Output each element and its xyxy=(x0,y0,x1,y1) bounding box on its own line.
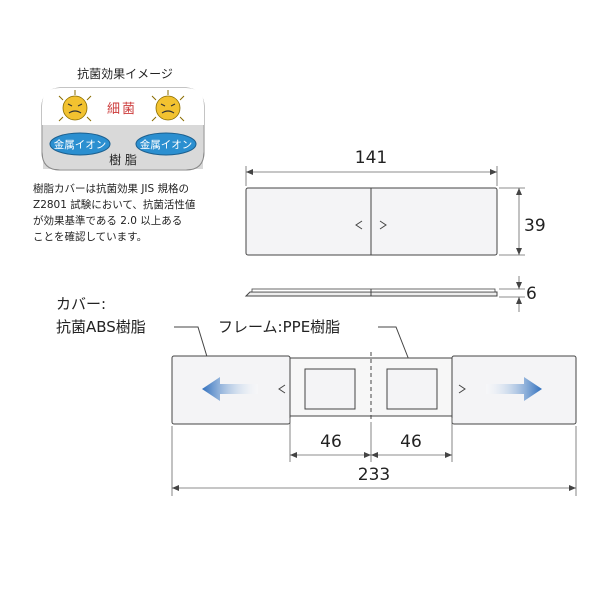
bacteria-label: 細菌 xyxy=(107,102,137,117)
triangle-left-icon xyxy=(278,384,286,394)
side-view: 6 xyxy=(244,276,537,312)
arrow-right-icon xyxy=(486,377,542,401)
legend-title: 抗菌効果イメージ xyxy=(77,66,173,81)
description-line: Z2801 試験において、抗菌活性値 xyxy=(33,198,196,211)
triangle-right-icon xyxy=(379,220,387,230)
dimension-top-height: 39 xyxy=(524,216,546,236)
expanded-view: 46 46 233 xyxy=(171,352,577,496)
resin-label: 樹 脂 xyxy=(109,152,137,167)
ion-label: 金属イオン xyxy=(140,138,193,151)
bacteria-icon xyxy=(151,90,185,122)
switch-opening-right xyxy=(386,368,438,410)
frame-leader-line xyxy=(378,326,410,361)
ion-badge-left: 金属イオン xyxy=(49,132,111,156)
switch-opening-left xyxy=(304,368,356,410)
dimension-slot-right: 46 xyxy=(400,432,422,452)
cover-callout-line1: カバー: xyxy=(56,295,106,313)
dimension-top-width: 141 xyxy=(355,148,387,168)
dimension-total-width: 233 xyxy=(358,465,390,485)
description-line: が効果基準である 2.0 以上ある xyxy=(33,214,182,227)
ion-badge-right: 金属イオン xyxy=(135,132,197,156)
antibacterial-illustration: 細菌 金属イオン 金属イオン 樹 脂 xyxy=(41,87,205,171)
description-text: 樹脂カバーは抗菌効果 JIS 規格の Z2801 試験において、抗菌活性値 が効… xyxy=(33,182,196,243)
ion-label: 金属イオン xyxy=(54,138,107,151)
frame-callout: フレーム:PPE樹脂 xyxy=(218,318,340,336)
dimension-thickness: 6 xyxy=(526,284,537,304)
bacteria-icon xyxy=(58,90,92,122)
triangle-left-icon xyxy=(355,220,363,230)
cover-callout-line2: 抗菌ABS樹脂 xyxy=(56,318,146,336)
description-line: 樹脂カバーは抗菌効果 JIS 規格の xyxy=(33,182,189,195)
cover-leader-line xyxy=(174,326,209,361)
dimension-slot-left: 46 xyxy=(320,432,342,452)
top-view: 141 39 xyxy=(245,148,546,256)
triangle-right-icon xyxy=(458,384,466,394)
description-line: ことを確認しています。 xyxy=(33,230,147,243)
arrow-left-icon xyxy=(202,377,258,401)
